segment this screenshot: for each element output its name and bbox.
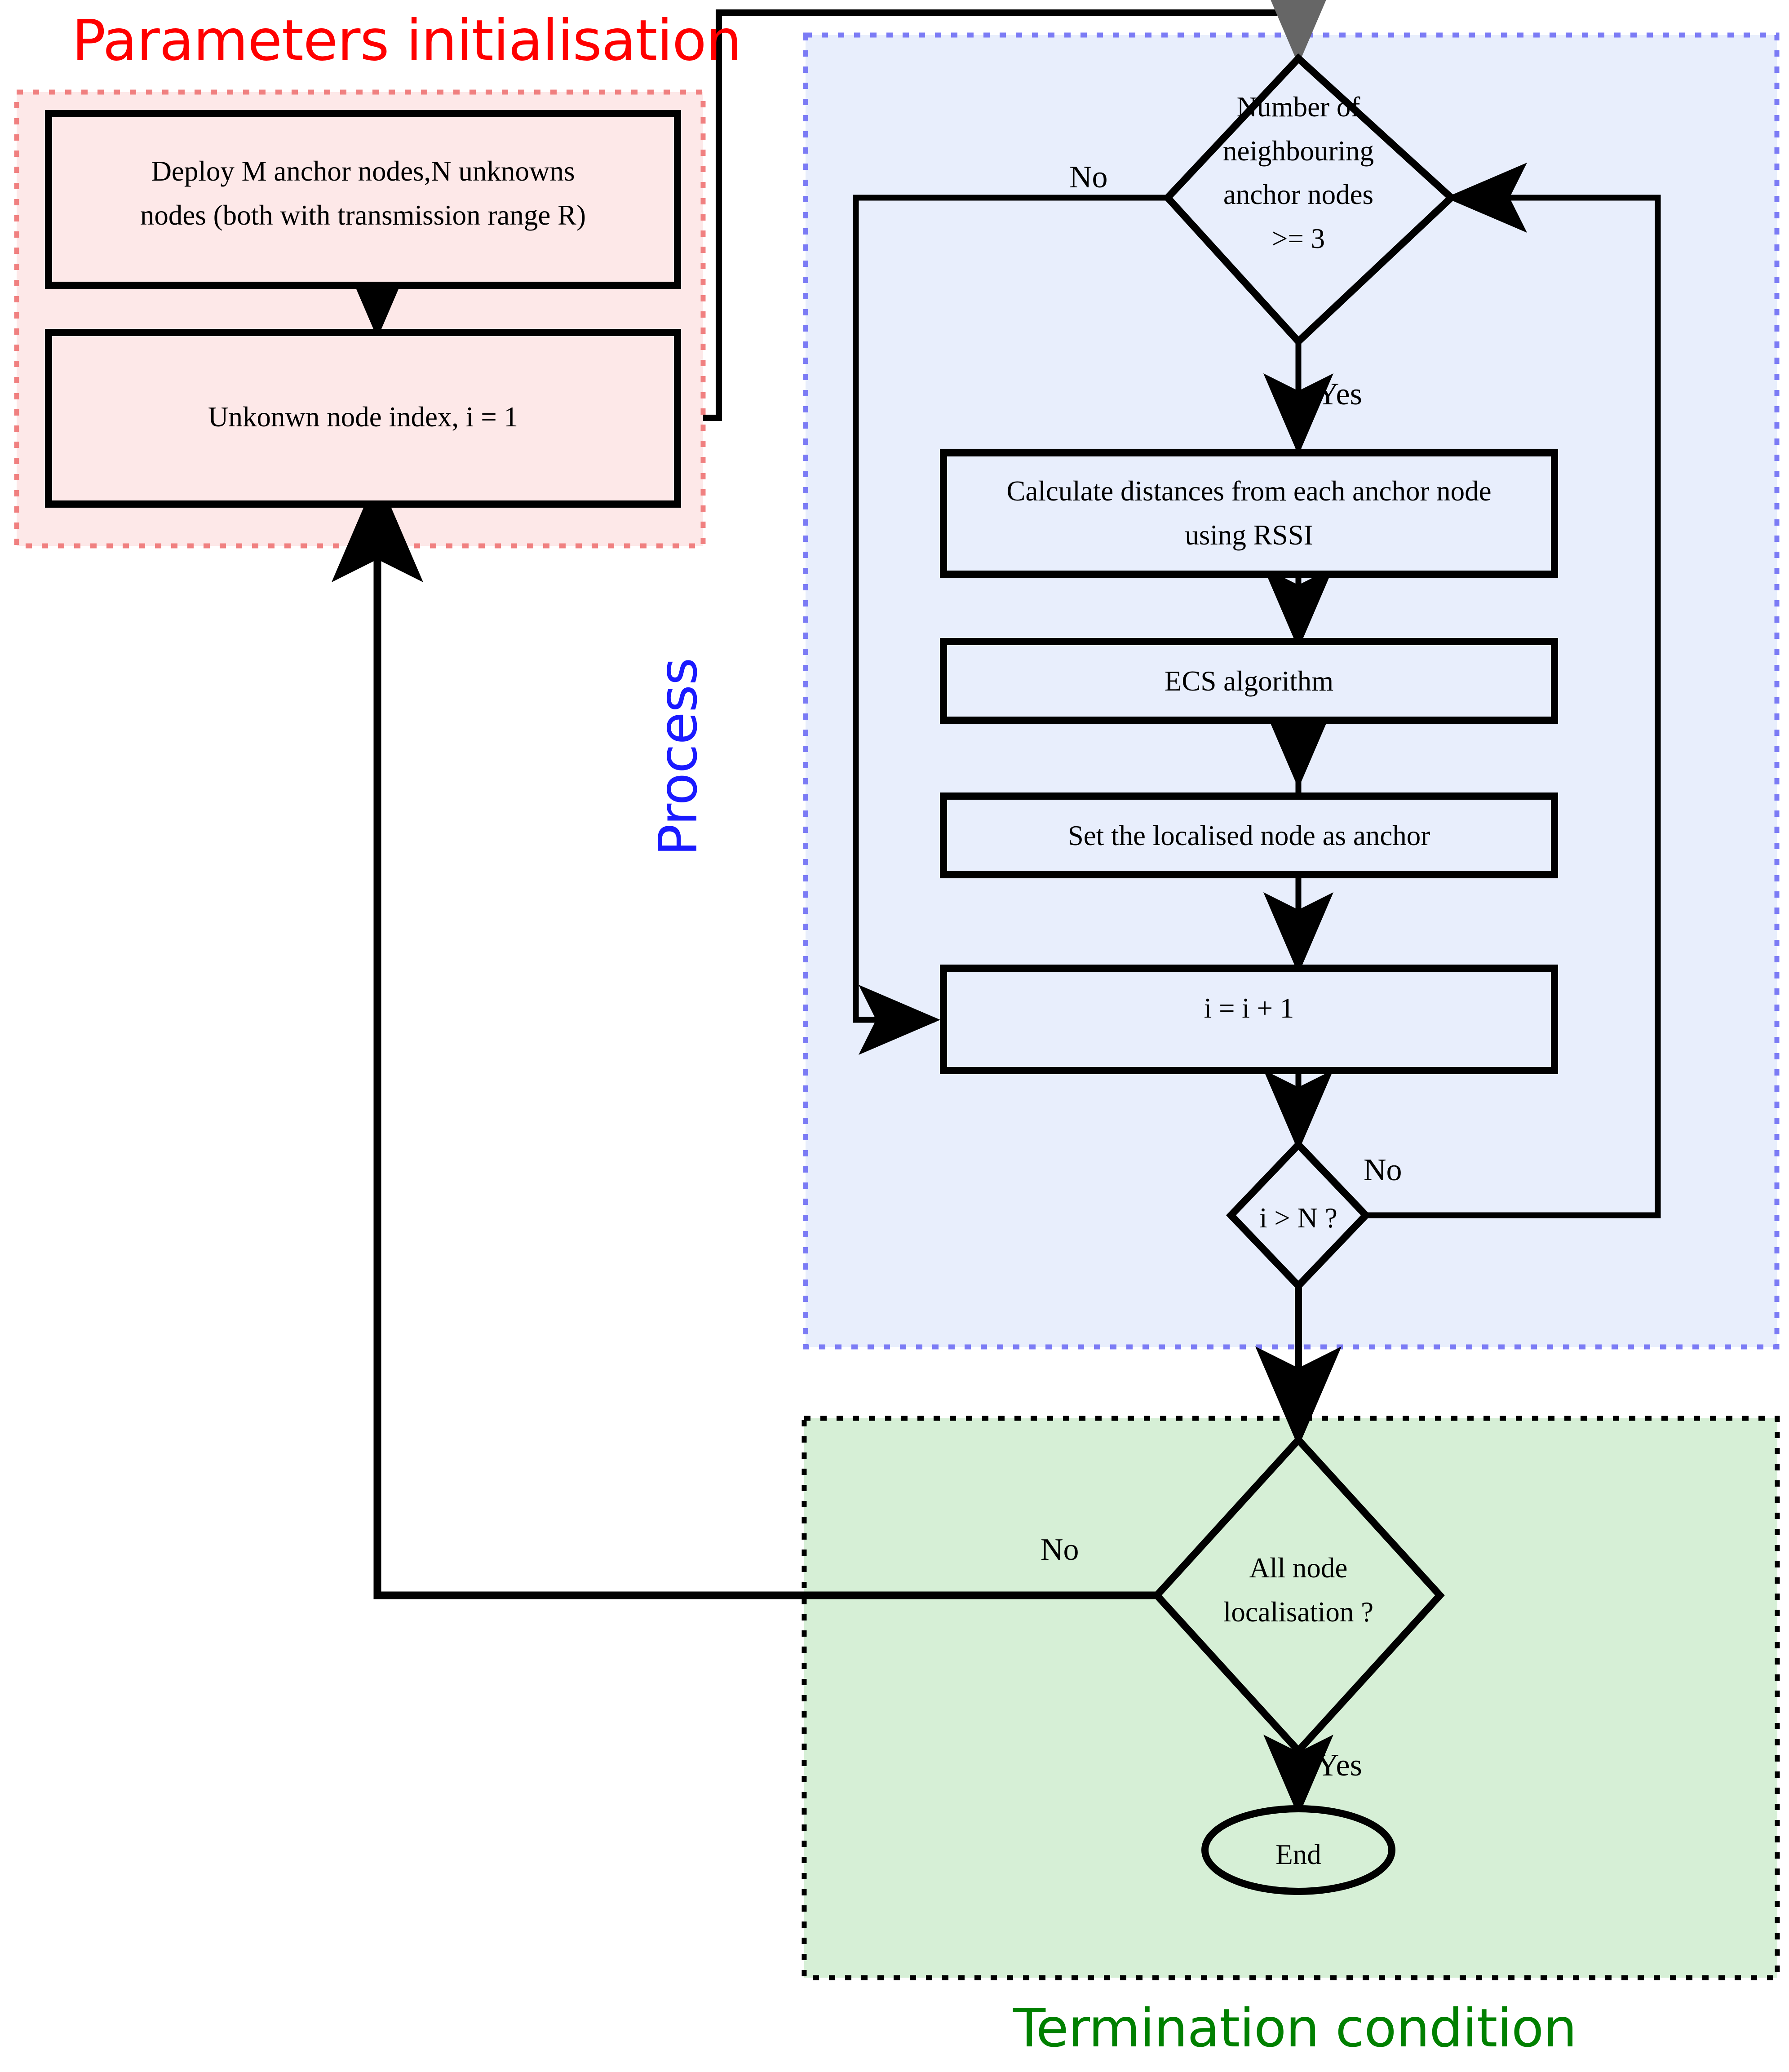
edge-neighbours-no-to-increment: [853, 195, 1168, 1055]
edge-label-neighbours-no: No: [1069, 160, 1108, 195]
node-neighbours-diamond[interactable]: [1163, 53, 1457, 347]
edge-index-to-neighbours: [703, 0, 1336, 421]
group-title-termination-condition: Termination condition: [1013, 1997, 1577, 2059]
node-distances-box[interactable]: [940, 449, 1558, 578]
edge-label-allnode-no: No: [1041, 1532, 1079, 1567]
node-end-ellipse[interactable]: [1201, 1805, 1395, 1895]
group-title-parameters-initialisation: Parameters initialisation: [72, 8, 742, 73]
node-increment-box[interactable]: [940, 965, 1558, 1074]
node-index-box[interactable]: [45, 329, 681, 508]
group-title-process: Process: [647, 658, 709, 856]
edge-allnode-no-to-index: [332, 475, 1157, 1599]
node-ecs-box[interactable]: [940, 638, 1558, 724]
edge-label-neighbours-yes: Yes: [1316, 377, 1362, 412]
node-deploy-box[interactable]: [45, 110, 681, 289]
edge-label-allnode-yes: Yes: [1316, 1748, 1362, 1783]
node-igtn-diamond[interactable]: [1226, 1139, 1371, 1291]
node-setanchor-box[interactable]: [940, 792, 1558, 878]
edge-label-igtn-no: No: [1364, 1153, 1402, 1187]
edge-igtn-no-to-neighbours: [1366, 163, 1661, 1218]
node-allnode-diamond[interactable]: [1152, 1434, 1445, 1756]
